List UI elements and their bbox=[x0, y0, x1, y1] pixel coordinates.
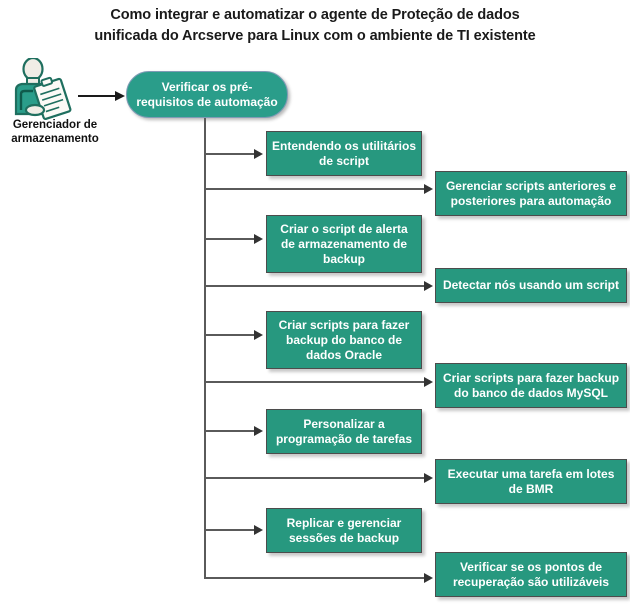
title-line-2: unificada do Arcserve para Linux com o a… bbox=[94, 28, 536, 45]
arrowhead-right-2 bbox=[424, 281, 433, 291]
arrowhead-left-4 bbox=[254, 426, 263, 436]
trunk-vertical-line bbox=[204, 118, 206, 579]
connector-right-3 bbox=[205, 381, 426, 383]
step-box-replicar-sessoes[interactable]: Replicar e gerenciar sessões de backup bbox=[266, 508, 422, 553]
arrowhead-left-2 bbox=[254, 234, 263, 244]
step-box-label: Replicar e gerenciar sessões de backup bbox=[286, 515, 402, 545]
step-box-backup-mysql[interactable]: Criar scripts para fazer backup do banco… bbox=[435, 363, 627, 408]
step-box-label: Criar o script de alerta de armazenament… bbox=[280, 221, 408, 266]
storage-manager-person-icon bbox=[8, 56, 78, 121]
step-box-label: Verificar se os pontos de recuperação sã… bbox=[452, 559, 610, 589]
page-title: Como integrar e automatizar o agente de … bbox=[0, 5, 630, 47]
step-box-tarefa-lotes-bmr[interactable]: Executar uma tarefa em lotes de BMR bbox=[435, 459, 627, 504]
arrowhead-right-5 bbox=[424, 573, 433, 583]
connector-left-3 bbox=[205, 334, 255, 336]
connector-left-4 bbox=[205, 430, 255, 432]
step-box-label: Criar scripts para fazer backup do banco… bbox=[442, 370, 620, 400]
step-box-entendendo-utilitarios[interactable]: Entendendo os utilitários de script bbox=[266, 131, 422, 176]
step-box-verificar-pontos-recuperacao[interactable]: Verificar se os pontos de recuperação sã… bbox=[435, 552, 627, 597]
step-box-label: Personalizar a programação de tarefas bbox=[275, 416, 413, 446]
actor-label: Gerenciador de armazenamento bbox=[0, 118, 110, 147]
arrowhead-left-1 bbox=[254, 149, 263, 159]
start-node-verify-prerequisites[interactable]: Verificar os pré-requisitos de automação bbox=[126, 71, 288, 118]
connector-left-2 bbox=[205, 238, 255, 240]
arrowhead-left-3 bbox=[254, 330, 263, 340]
connector-left-5 bbox=[205, 529, 255, 531]
step-box-label: Entendendo os utilitários de script bbox=[272, 138, 417, 168]
arrowhead-left-5 bbox=[254, 525, 263, 535]
step-box-criar-script-alerta[interactable]: Criar o script de alerta de armazenament… bbox=[266, 215, 422, 273]
step-box-detectar-nos[interactable]: Detectar nós usando um script bbox=[435, 268, 627, 303]
arrowhead-right-4 bbox=[424, 473, 433, 483]
step-box-gerenciar-scripts-anteriores[interactable]: Gerenciar scripts anteriores e posterior… bbox=[435, 171, 627, 216]
title-line-1: Como integrar e automatizar o agente de … bbox=[110, 7, 520, 23]
connector-actor-to-start bbox=[78, 95, 116, 97]
connector-right-2 bbox=[205, 285, 426, 287]
step-box-label: Criar scripts para fazer backup do banco… bbox=[278, 317, 410, 362]
step-box-label: Gerenciar scripts anteriores e posterior… bbox=[445, 178, 617, 208]
connector-right-1 bbox=[205, 188, 426, 190]
step-box-backup-oracle[interactable]: Criar scripts para fazer backup do banco… bbox=[266, 311, 422, 369]
actor-label-line-1: Gerenciador de bbox=[12, 119, 98, 131]
actor-label-line-2: armazenamento bbox=[11, 133, 99, 146]
arrowhead-right-1 bbox=[424, 184, 433, 194]
connector-right-4 bbox=[205, 477, 426, 479]
connector-right-5 bbox=[205, 577, 426, 579]
step-box-label: Executar uma tarefa em lotes de BMR bbox=[447, 466, 615, 496]
arrowhead-actor-to-start bbox=[115, 90, 125, 101]
step-box-label: Detectar nós usando um script bbox=[442, 278, 620, 292]
start-node-label: Verificar os pré-requisitos de automação bbox=[136, 79, 278, 109]
step-box-personalizar-programacao[interactable]: Personalizar a programação de tarefas bbox=[266, 409, 422, 454]
arrowhead-right-3 bbox=[424, 377, 433, 387]
connector-left-1 bbox=[205, 153, 255, 155]
